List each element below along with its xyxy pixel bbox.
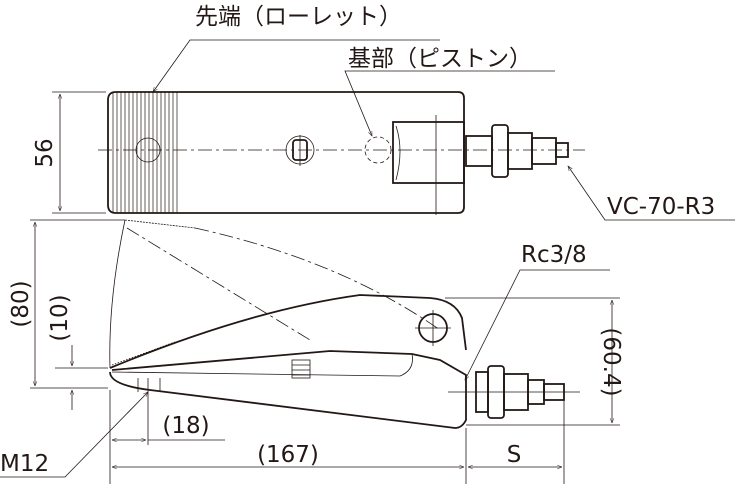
top-view: 56 先端（ローレット） 基部（ピストン） VC-70-R3 <box>32 4 735 221</box>
dim-tip-length: (18) <box>162 413 209 439</box>
dim-stroke: S <box>507 442 522 468</box>
dim-body-length: (167) <box>257 442 319 468</box>
label-base-piston: 基部（ピストン） <box>348 46 532 72</box>
dim-closed-height: (60.4) <box>598 327 624 396</box>
knurl-pattern <box>112 92 178 213</box>
dim-jaw-offset: (10) <box>47 294 73 341</box>
pin-slot <box>285 135 315 166</box>
dim-open-height: (80) <box>8 280 34 327</box>
side-view: (80) (10) (60.4) Rc3/8 (18) (167) S M12 <box>0 219 624 484</box>
piston-hidden <box>364 136 392 164</box>
dim-width: 56 <box>32 138 58 167</box>
valve-fitting-top <box>465 124 569 178</box>
mount-hole <box>135 137 161 163</box>
socket <box>392 121 465 184</box>
label-mount-thread: M12 <box>0 451 49 477</box>
valve-fitting-side <box>448 365 580 419</box>
label-valve-model: VC-70-R3 <box>607 194 715 220</box>
label-port-thread: Rc3/8 <box>521 242 587 268</box>
label-tip-knurl: 先端（ローレット） <box>195 4 402 30</box>
